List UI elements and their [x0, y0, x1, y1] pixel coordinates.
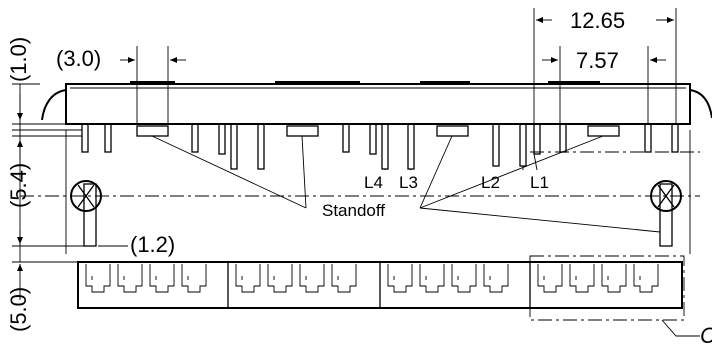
dim-1-0-label: (1.0) [6, 37, 31, 82]
lead-leaders [384, 153, 538, 171]
dim-left [12, 83, 128, 300]
mounting-post-left [70, 180, 102, 247]
pin-row [81, 123, 679, 170]
detail-c-box [529, 255, 700, 337]
port-housing [77, 261, 683, 309]
standoff-pads [136, 125, 620, 137]
center-lines [20, 130, 700, 254]
dim-top-right [533, 8, 677, 124]
dim-top-left [120, 46, 186, 124]
standoff-leaders [151, 135, 661, 233]
dim-1-2-label: (1.2) [130, 232, 175, 257]
l1-label: L1 [530, 173, 549, 192]
detail-c-label: C [700, 323, 712, 347]
standoff-label: Standoff [322, 201, 385, 220]
l4-label: L4 [364, 173, 383, 192]
dim-5-0-label: (5.0) [6, 287, 31, 332]
l3-label: L3 [399, 173, 418, 192]
dim-12-65-label: 12.65 [570, 8, 625, 33]
dim-7-57-label: 7.57 [576, 48, 619, 73]
l2-label: L2 [481, 173, 500, 192]
housing-top [41, 81, 712, 125]
dim-5-4-label: (5.4) [6, 163, 31, 208]
mounting-post-right [650, 180, 682, 247]
dim-3-0-label: (3.0) [56, 46, 101, 71]
